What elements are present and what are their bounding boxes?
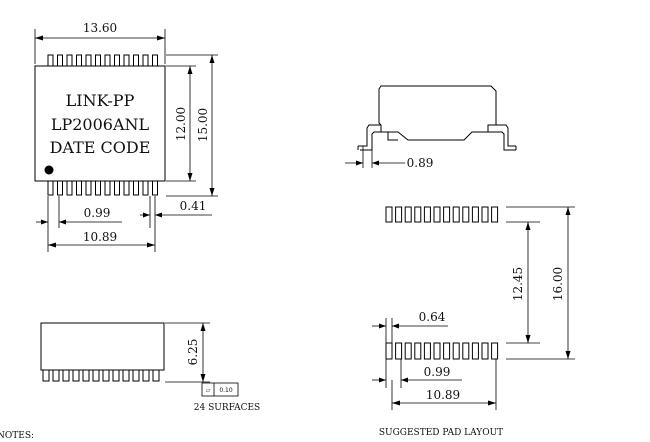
bottom-pin <box>104 180 111 196</box>
top-pin <box>76 54 82 67</box>
pad-top <box>385 206 393 223</box>
pad-top <box>395 206 403 223</box>
side-pin <box>122 370 130 382</box>
pad-inner-dim: 12.45 <box>511 267 525 301</box>
pad-bottom <box>414 342 422 360</box>
top-pitch-dim: 0.99 <box>84 206 111 220</box>
bottom-pin <box>47 180 54 196</box>
pad-layout: 12.45 16.00 0.64 0.99 10.89 SUGGESTED PA… <box>372 206 575 438</box>
pad-bottom <box>395 342 403 360</box>
bottom-pin-row <box>47 180 158 196</box>
bottom-pin <box>152 180 158 196</box>
side-height-dim: 6.25 <box>186 339 200 366</box>
pad-top <box>404 206 412 223</box>
flatness-value: 0.10 <box>219 387 233 394</box>
bottom-pin <box>142 180 149 196</box>
pad-bottom <box>404 342 412 360</box>
top-pin <box>47 54 54 67</box>
top-span-dim: 10.89 <box>83 230 117 244</box>
side-pin <box>142 370 150 382</box>
pad-top <box>414 206 422 223</box>
pad-span-dim: 10.89 <box>426 388 460 402</box>
pad-width-dim: 0.64 <box>419 310 446 324</box>
bottom-pin <box>133 180 139 196</box>
body-height-dim: 12.00 <box>174 107 188 141</box>
pin1-dot <box>44 165 54 175</box>
right-lead <box>496 124 516 147</box>
pad-top <box>443 206 451 223</box>
side-pin <box>52 370 60 382</box>
pad-outer-dim: 16.00 <box>551 267 565 301</box>
surfaces-note: 24 SURFACES <box>194 403 260 413</box>
top-pin-row <box>47 54 158 67</box>
pad-bottom <box>452 342 460 360</box>
top-view: 13.60 LINK-PP LP2006ANL DATE CODE 12.00 … <box>34 21 218 252</box>
lead-width-dim: 0.41 <box>180 199 207 213</box>
pad-pitch-dim: 0.99 <box>424 365 451 379</box>
top-pin <box>142 54 149 67</box>
top-width-dim: 13.60 <box>83 21 117 35</box>
flatness-icon: ▱ <box>206 387 211 394</box>
side-view-body <box>40 322 165 371</box>
side-pin <box>82 370 90 382</box>
pad-bottom <box>481 342 489 360</box>
pad-top <box>491 206 499 223</box>
flatness-frame <box>201 382 239 397</box>
pad-bottom <box>491 342 499 360</box>
side-pin <box>152 370 160 382</box>
bottom-pin <box>95 180 101 196</box>
top-pin <box>123 54 130 67</box>
top-pin <box>114 54 120 67</box>
side-pin <box>132 370 140 382</box>
pad-top <box>462 206 470 223</box>
top-pin <box>66 54 73 67</box>
side-pin <box>62 370 70 382</box>
pad-bottom <box>385 342 393 360</box>
top-pin <box>152 54 158 67</box>
bottom-pin <box>76 180 82 196</box>
side-pin <box>112 370 120 382</box>
pad-top <box>481 206 489 223</box>
pad-top <box>433 206 441 223</box>
end-view-body <box>378 85 497 141</box>
top-pin <box>104 54 111 67</box>
marking-line-3: DATE CODE <box>50 138 151 157</box>
pad-layout-title: SUGGESTED PAD LAYOUT <box>379 428 503 438</box>
marking-line-1: LINK-PP <box>66 91 135 110</box>
pad-row-bottom <box>385 342 499 360</box>
pad-row-top <box>385 206 499 223</box>
side-pin <box>72 370 80 382</box>
pad-top <box>423 206 431 223</box>
side-pin-row <box>42 370 160 382</box>
side-pin <box>102 370 110 382</box>
end-view: 0.89 <box>345 85 517 170</box>
notes-label: NOTES: <box>0 431 34 441</box>
end-lead-dim: 0.89 <box>407 156 434 170</box>
bottom-pin <box>66 180 73 196</box>
top-pin <box>57 54 63 67</box>
pad-bottom <box>423 342 431 360</box>
top-pin <box>85 54 92 67</box>
side-pin <box>42 370 50 382</box>
pad-top <box>452 206 460 223</box>
pad-top <box>471 206 479 223</box>
side-pin <box>92 370 100 382</box>
bottom-pin <box>85 180 92 196</box>
pad-bottom <box>471 342 479 360</box>
marking-line-2: LP2006ANL <box>51 115 150 134</box>
top-pin <box>95 54 101 67</box>
bottom-pin <box>114 180 120 196</box>
side-view: 6.25 ▱ 0.10 24 SURFACES <box>40 322 260 413</box>
overall-height-dim: 15.00 <box>196 108 210 142</box>
pad-bottom <box>433 342 441 360</box>
left-lead <box>358 124 381 147</box>
bottom-pin <box>123 180 130 196</box>
top-pin <box>133 54 139 67</box>
pad-bottom <box>462 342 470 360</box>
pad-bottom <box>443 342 451 360</box>
bottom-pin <box>57 180 63 196</box>
